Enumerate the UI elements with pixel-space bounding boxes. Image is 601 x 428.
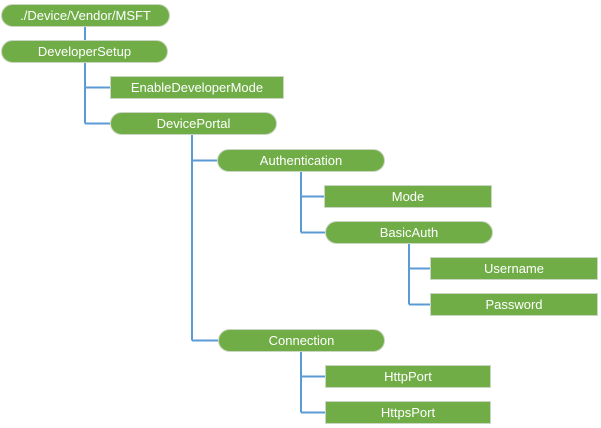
node-developersetup: DeveloperSetup	[1, 40, 168, 63]
node-httpsport: HttpsPort	[325, 401, 491, 424]
connector-connection-to-children	[300, 352, 325, 414]
node-mode: Mode	[324, 185, 492, 208]
node-enabledevelopermode: EnableDeveloperMode	[110, 76, 284, 99]
node-deviceportal: DevicePortal	[110, 112, 277, 135]
connector-authentication-to-children	[300, 172, 325, 234]
node-device-vendor-msft: ./Device/Vendor/MSFT	[1, 4, 170, 27]
node-password: Password	[430, 293, 598, 316]
connector-basicauth-to-children	[408, 244, 430, 306]
node-username: Username	[430, 257, 598, 280]
node-authentication: Authentication	[217, 149, 385, 172]
node-connection: Connection	[218, 329, 385, 352]
connector-deviceportal-to-children	[191, 135, 218, 342]
node-httpport: HttpPort	[325, 365, 491, 388]
connector-developersetup-to-children	[84, 63, 110, 125]
node-basicauth: BasicAuth	[325, 221, 493, 244]
